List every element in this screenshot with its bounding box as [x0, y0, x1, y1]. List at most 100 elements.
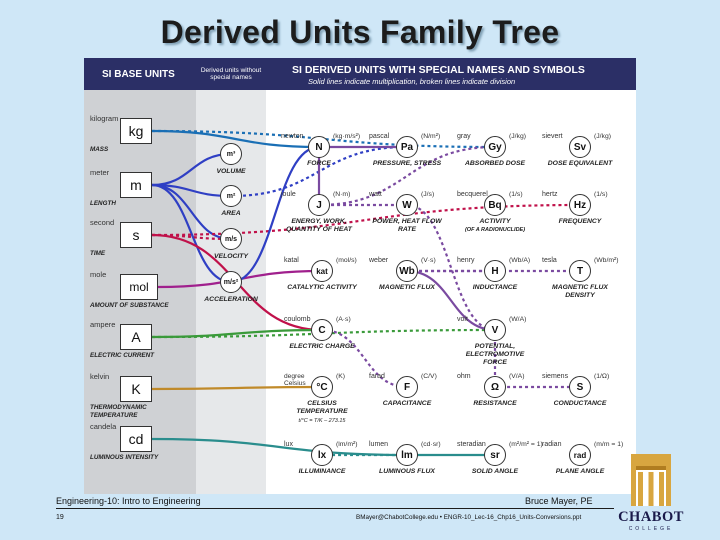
unit-symbol-lux: lx	[311, 444, 333, 466]
header-special-title: SI DERIVED UNITS WITH SPECIAL NAMES AND …	[292, 64, 585, 76]
unit-link-24	[321, 328, 408, 389]
header-special-names: SI DERIVED UNITS WITH SPECIAL NAMES AND …	[266, 58, 636, 90]
unit-symbol-ohm: Ω	[484, 376, 506, 398]
unit-quantity-henry: INDUCTANCE	[472, 284, 518, 291]
plain-unit-quantity-area: AREA	[221, 210, 241, 217]
unit-note-becquerel: (OF A RADIONUCLIDE)	[464, 227, 526, 233]
unit-name-gray: gray	[457, 133, 471, 140]
unit-quantity-lux: ILLUMINANCE	[298, 468, 346, 475]
unit-quantity-gray: ABSORBED DOSE	[464, 160, 526, 167]
unit-quantity-pascal: PRESSURE, STRESS	[372, 160, 442, 167]
unit-definition-volt: (W/A)	[509, 316, 527, 323]
unit-link-11	[151, 328, 496, 339]
unit-symbol-degree-celsius: °C	[311, 376, 333, 398]
slide-title: Derived Units Family Tree	[160, 14, 560, 50]
plain-unit-quantity-acceleration: ACCELERATION	[204, 296, 258, 303]
unit-name-becquerel: becquerel	[457, 191, 488, 198]
unit-symbol-watt: W	[396, 194, 418, 216]
unit-symbol-volt: V	[484, 319, 506, 341]
unit-name-siemens: siemens	[542, 373, 569, 380]
base-unit-quantity-meter: LENGTH	[90, 200, 116, 207]
unit-symbol-sievert: Sv	[569, 136, 591, 158]
unit-name-radian: radian	[542, 441, 562, 448]
unit-link-14	[230, 145, 320, 284]
unit-definition-henry: (Wb/A)	[509, 257, 531, 264]
unit-quantity-ohm: RESISTANCE	[473, 400, 517, 407]
base-unit-name-kelvin: kelvin	[90, 372, 110, 381]
unit-definition-becquerel: (1/s)	[509, 191, 523, 198]
unit-definition-ohm: (V/A)	[509, 373, 525, 380]
unit-quantity-hertz: FREQUENCY	[558, 218, 602, 225]
unit-link-2	[151, 152, 232, 187]
unit-name-coulomb: coulomb	[284, 316, 311, 323]
unit-definition-gray: (J/kg)	[509, 133, 526, 140]
header-base-units: SI BASE UNITS	[84, 58, 196, 90]
base-unit-name-second: second	[90, 218, 115, 227]
base-unit-quantity-kilogram: MASS	[90, 146, 109, 153]
base-unit-symbol-candela: cd	[120, 426, 152, 452]
base-unit-symbol-kilogram: kg	[120, 118, 152, 144]
unit-definition-sievert: (J/kg)	[594, 133, 611, 140]
building-icon	[631, 454, 671, 506]
footer-rule	[56, 508, 614, 509]
unit-name-katal: katal	[284, 257, 299, 264]
unit-link-12	[151, 385, 323, 391]
unit-definition-watt: (J/s)	[421, 191, 435, 198]
unit-quantity-lumen: LUMINOUS FLUX	[379, 468, 435, 475]
plain-unit-quantity-volume: VOLUME	[216, 168, 246, 175]
unit-link-21	[406, 269, 496, 332]
unit-name-lumen: lumen	[369, 441, 389, 448]
plain-unit-symbol-0: m³	[220, 143, 242, 165]
unit-definition-farad: (C/V)	[421, 373, 437, 380]
plain-unit-symbol-1: m²	[220, 185, 242, 207]
unit-note-degree-celsius: t/°C = T/K – 273.15	[298, 418, 346, 424]
footer-author: Bruce Mayer, PE	[525, 496, 593, 506]
unit-symbol-lumen: lm	[396, 444, 418, 466]
unit-definition-joule: (N·m)	[333, 191, 351, 198]
unit-symbol-steradian: sr	[484, 444, 506, 466]
unit-quantity-farad: CAPACITANCE	[382, 400, 432, 407]
unit-quantity-becquerel: ACTIVITY	[479, 218, 511, 225]
unit-quantity-siemens: CONDUCTANCE	[553, 400, 607, 407]
unit-symbol-gray: Gy	[484, 136, 506, 158]
unit-quantity-degree-celsius: CELSIUS TEMPERATURE	[296, 400, 348, 415]
unit-definition-katal: (mol/s)	[336, 257, 357, 264]
unit-definition-steradian: (m²/m² = 1)	[509, 441, 543, 448]
unit-definition-pascal: (N/m²)	[421, 133, 441, 140]
base-unit-symbol-kelvin: K	[120, 376, 152, 402]
units-diagram: SI BASE UNITS Derived units without spec…	[84, 58, 636, 494]
logo-wordmark: CHABOT	[618, 509, 684, 525]
plain-unit-symbol-3: m/s²	[220, 271, 242, 293]
unit-quantity-watt: POWER, HEAT FLOW RATE	[372, 218, 442, 233]
unit-quantity-katal: CATALYTIC ACTIVITY	[287, 284, 357, 291]
unit-name-lux: lux	[284, 441, 293, 448]
unit-quantity-coulomb: ELECTRIC CHARGE	[289, 343, 355, 350]
unit-name-weber: weber	[369, 257, 389, 264]
base-unit-symbol-ampere: A	[120, 324, 152, 350]
unit-definition-coulomb: (A·s)	[336, 316, 351, 323]
unit-name-ohm: ohm	[457, 373, 471, 380]
unit-quantity-radian: PLANE ANGLE	[555, 468, 605, 475]
unit-definition-weber: (V·s)	[421, 257, 436, 264]
footer-email: BMayer@ChabotCollege.edu • ENGR-10_Lec-1…	[356, 514, 582, 521]
unit-symbol-tesla: T	[569, 260, 591, 282]
unit-symbol-weber: Wb	[396, 260, 418, 282]
unit-name-volt: volt	[457, 316, 468, 323]
base-unit-symbol-second: s	[120, 222, 152, 248]
unit-name-degree-celsius: degree Celsius	[284, 373, 306, 387]
unit-definition-lumen: (cd·sr)	[421, 441, 441, 448]
unit-definition-hertz: (1/s)	[594, 191, 608, 198]
header-no-special-names: Derived units without special names	[196, 58, 266, 90]
unit-symbol-newton: N	[308, 136, 330, 158]
unit-name-tesla: tesla	[542, 257, 557, 264]
base-unit-symbol-mole: mol	[120, 274, 158, 300]
unit-symbol-coulomb: C	[311, 319, 333, 341]
unit-name-watt: watt	[369, 191, 382, 198]
unit-symbol-joule: J	[308, 194, 330, 216]
unit-quantity-volt: POTENTIAL, ELECTROMOTIVE FORCE	[465, 343, 525, 366]
unit-symbol-hertz: Hz	[569, 194, 591, 216]
logo-subtitle: COLLEGE	[628, 526, 674, 532]
unit-definition-siemens: (1/Ω)	[594, 373, 610, 380]
unit-name-pascal: pascal	[369, 133, 390, 140]
unit-link-1	[151, 129, 496, 149]
